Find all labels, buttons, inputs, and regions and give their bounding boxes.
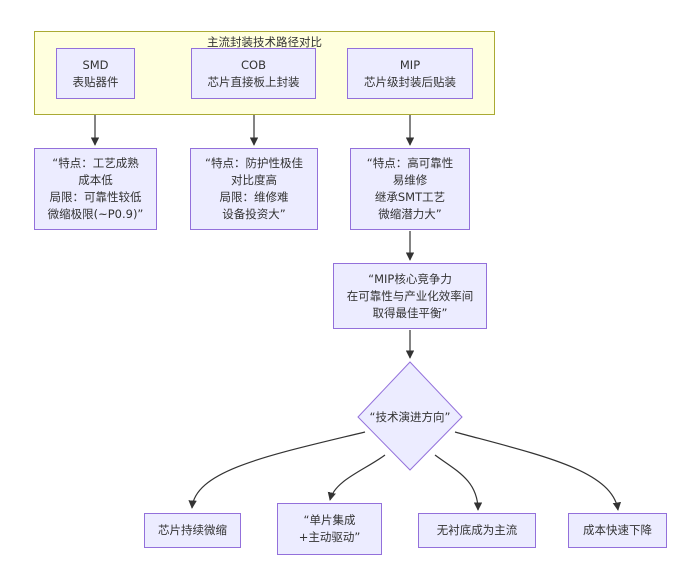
mip-feature-line: “特点：高可靠性: [366, 156, 454, 170]
mip-feature-line: 继承SMT工艺: [374, 190, 446, 204]
smd-name: SMD: [82, 57, 109, 72]
smd-features-node: “特点：工艺成熟 成本低 局限：可靠性较低 微缩极限(~P0.9)”: [34, 148, 157, 230]
outcome-substrate-free-node: 无衬底成为主流: [418, 513, 536, 548]
mip-node: MIP 芯片级封装后贴装: [347, 48, 473, 99]
cob-desc: 芯片直接板上封装: [207, 74, 300, 89]
edge-decision-outcome-3: [434, 454, 483, 511]
core-line: 取得最佳平衡”: [372, 305, 448, 320]
edge-decision-outcome-4: [454, 431, 622, 511]
outcome-line: 芯片持续微缩: [158, 523, 227, 537]
edge-decision-outcome-2: [327, 454, 386, 501]
outcome-line: 无衬底成为主流: [436, 523, 518, 537]
smd-feature-line: 局限：可靠性较低: [49, 190, 142, 204]
outcome-chip-shrink-node: 芯片持续微缩: [144, 513, 241, 548]
smd-feature-line: 成本低: [78, 173, 113, 187]
cob-name: COB: [241, 57, 266, 72]
decision-diamond: [357, 361, 463, 471]
mip-desc: 芯片级封装后贴装: [364, 74, 456, 89]
mip-feature-line: 微缩潜力大”: [378, 207, 442, 221]
outcome-line: 成本快速下降: [583, 523, 652, 537]
outcome-cost-drop-node: 成本快速下降: [568, 513, 667, 548]
outcome-line: +主动驱动”: [298, 530, 361, 544]
smd-feature-line: 微缩极限(~P0.9)”: [47, 207, 144, 221]
core-line: “MIP核心竞争力: [368, 271, 452, 286]
cob-feature-line: 局限：维修难: [219, 190, 289, 204]
group-title: 主流封装技术路径对比: [207, 35, 322, 49]
smd-feature-line: “特点：工艺成熟: [52, 156, 139, 170]
smd-desc: 表贴器件: [72, 74, 119, 89]
mip-features-node: “特点：高可靠性 易维修 继承SMT工艺 微缩潜力大”: [350, 148, 470, 230]
cob-feature-line: 对比度高: [231, 173, 277, 187]
cob-node: COB 芯片直接板上封装: [191, 48, 316, 99]
outcome-line: “单片集成: [303, 513, 356, 527]
cob-features-node: “特点：防护性极佳 对比度高 局限：维修难 设备投资大”: [190, 148, 318, 230]
outcome-monolithic-node: “单片集成 +主动驱动”: [277, 503, 382, 555]
cob-feature-line: 设备投资大”: [222, 207, 286, 221]
core-line: 在可靠性与产业化效率间: [346, 288, 474, 303]
mip-feature-line: 易维修: [392, 173, 428, 187]
mip-name: MIP: [399, 57, 421, 72]
cob-feature-line: “特点：防护性极佳: [205, 156, 303, 170]
edge-decision-outcome-1: [188, 431, 366, 509]
decision-label: “技术演进方向”: [369, 410, 451, 424]
core-competitiveness-node: “MIP核心竞争力 在可靠性与产业化效率间 取得最佳平衡”: [333, 263, 487, 329]
smd-node: SMD 表贴器件: [56, 48, 135, 99]
